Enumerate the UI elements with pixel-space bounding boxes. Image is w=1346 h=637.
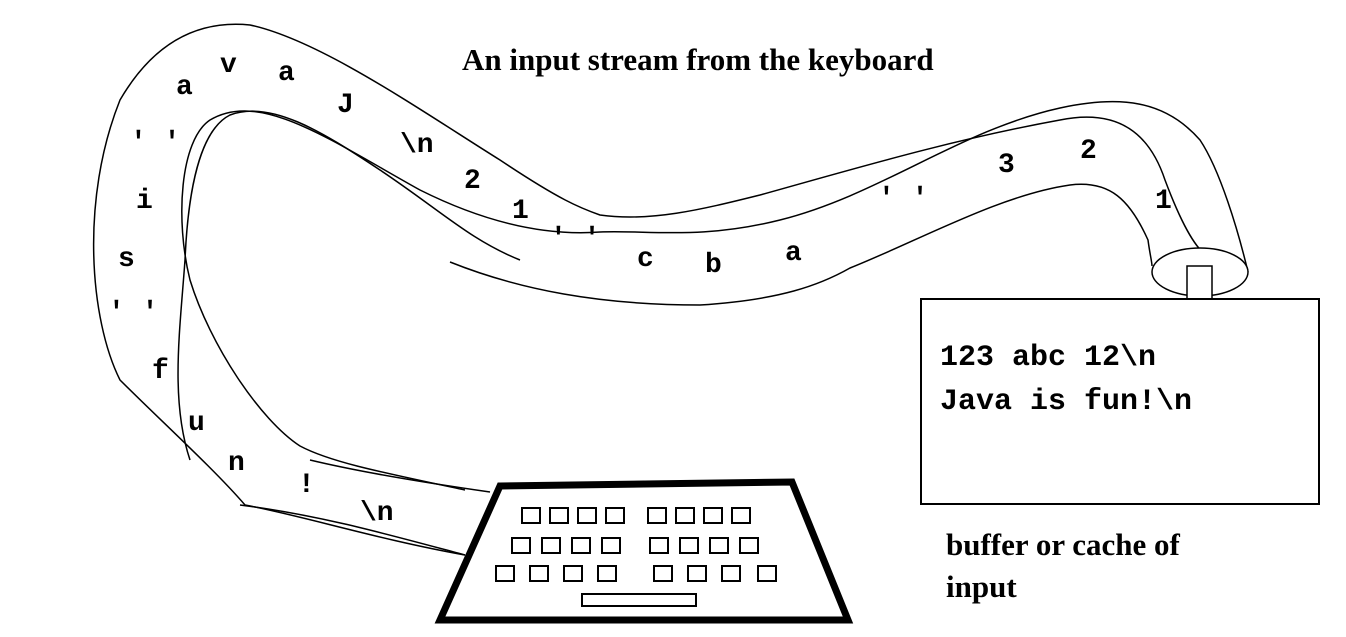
buffer-caption: buffer or cache of input [946, 524, 1266, 608]
buffer-line: 123 abc 12\n [940, 341, 1157, 375]
stream-char: c [637, 244, 654, 275]
stream-inner-edge [92, 23, 1211, 556]
stream-char: n [228, 448, 245, 479]
buffer-caption-line: buffer or cache of [946, 527, 1180, 562]
stream-inner-lower-edge [449, 183, 1153, 306]
stream-char: i [136, 186, 153, 217]
stream-char: ' ' [550, 224, 600, 255]
stream-bottom-connector [239, 504, 466, 556]
stream-char: \n [360, 498, 394, 529]
diagram-title: An input stream from the keyboard [462, 42, 934, 77]
stream-char: ' ' [878, 184, 928, 215]
stream-char: b [705, 250, 722, 281]
stream-char: a [278, 58, 295, 89]
stream-char: ! [298, 470, 315, 501]
stream-char: v [220, 50, 237, 81]
stream-char: a [785, 238, 802, 269]
buffer-caption-line: input [946, 569, 1017, 604]
stream-char: s [118, 244, 135, 275]
stream-char: ' ' [130, 128, 180, 159]
stream-char: 1 [1155, 186, 1172, 217]
stream-char: 1 [512, 196, 529, 227]
stream-char: ' ' [108, 298, 158, 329]
stream-char: f [152, 356, 169, 387]
stream-char: u [188, 408, 205, 439]
keyboard-icon [434, 478, 854, 624]
stream-inner-upper-edge [177, 110, 521, 461]
stream-outer-edge [181, 100, 1249, 491]
buffer-contents: 123 abc 12\n Java is fun!\n [940, 336, 1192, 424]
input-buffer-box: 123 abc 12\n Java is fun!\n [920, 298, 1320, 505]
stream-char: a [176, 72, 193, 103]
stream-char: 2 [1080, 136, 1097, 167]
stream-lower-curve [309, 459, 491, 493]
stream-char: J [337, 90, 354, 121]
buffer-line: Java is fun!\n [940, 385, 1193, 419]
stream-char: 3 [998, 150, 1015, 181]
stream-char: 2 [464, 166, 481, 197]
stream-char: \n [400, 130, 434, 161]
